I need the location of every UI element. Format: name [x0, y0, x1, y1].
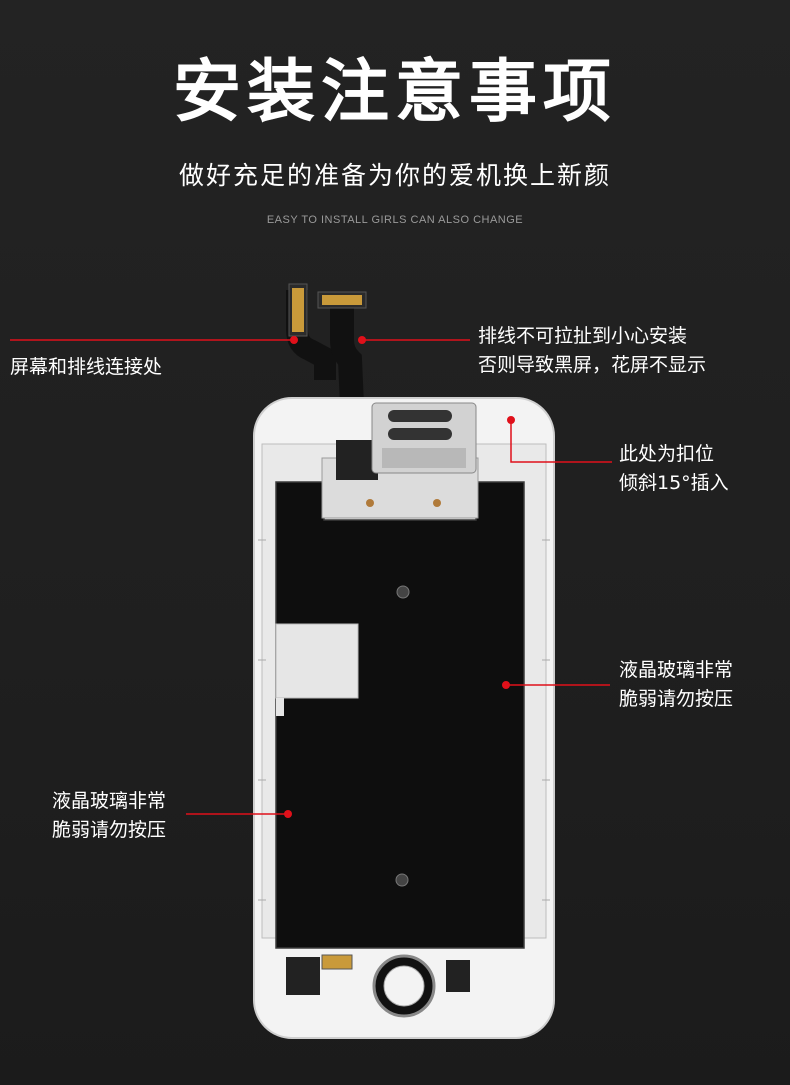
callout-lcd-right-line1: 液晶玻璃非常: [619, 659, 734, 681]
callout-flex-cable-line1: 排线不可拉扯到小心安装: [478, 325, 688, 347]
callout-lcd-left-line2: 脆弱请勿按压: [52, 819, 167, 841]
callout-lcd-left-line1: 液晶玻璃非常: [52, 790, 167, 812]
callout-flex-connection: 屏幕和排线连接处: [10, 356, 163, 378]
callout-lines: [10, 336, 612, 818]
callout-lcd-right: 液晶玻璃非常 脆弱请勿按压: [619, 656, 733, 714]
metal-plate: [275, 623, 359, 699]
page-subtitle: 做好充足的准备为你的爱机换上新颜: [178, 161, 611, 190]
callout-clip-position-line1: 此处为扣位: [619, 443, 715, 465]
page-title: 安装注意事项: [172, 53, 617, 132]
callout-flex-cable-line2: 否则导致黑屏，花屏不显示: [478, 354, 707, 376]
flex-cable: [286, 283, 367, 406]
callout-clip-position-line2: 倾斜15°插入: [619, 472, 729, 494]
callout-flex-cable: 排线不可拉扯到小心安装 否则导致黑屏，花屏不显示: [478, 322, 706, 380]
callout-lcd-right-line2: 脆弱请勿按压: [619, 688, 734, 710]
page-tagline: EASY TO INSTALL GIRLS CAN ALSO CHANGE: [266, 214, 524, 226]
callout-clip-position: 此处为扣位 倾斜15°插入: [619, 440, 729, 498]
callout-lcd-left: 液晶玻璃非常 脆弱请勿按压: [52, 787, 166, 845]
